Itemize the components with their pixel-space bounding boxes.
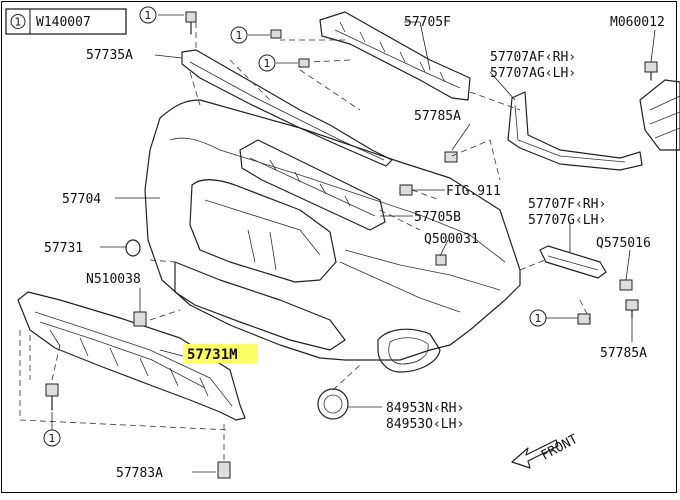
label-N510038: N510038: [86, 272, 141, 287]
label-57704: 57704: [62, 192, 101, 207]
label-Q500031: Q500031: [424, 232, 479, 247]
svg-text:1: 1: [49, 432, 56, 445]
label-FIG911: FIG.911: [446, 184, 501, 199]
grommet-84953: [317, 388, 349, 420]
bumper-cover-57704: [144, 99, 521, 373]
ref-circle-5: 1: [43, 429, 61, 447]
label-57707G: 57707G‹LH›: [528, 213, 606, 228]
assembly-lines: [19, 22, 591, 460]
side-bracket-57707F: [539, 245, 607, 279]
bolt-icon-57785A-top: [444, 151, 458, 163]
bolt-icon-57785A-bottom: [625, 299, 639, 319]
label-57735A: 57735A: [86, 48, 133, 63]
bolt-icon-M060012: [644, 61, 658, 81]
ref-circle-3: 1: [258, 54, 276, 72]
ref-circle-4: 1: [529, 309, 547, 327]
diagram-code: W140007: [36, 15, 91, 30]
clip-57731: [125, 239, 141, 257]
upper-grille-57705F: [319, 11, 471, 101]
leader-lines: [51, 14, 656, 473]
svg-text:1: 1: [145, 9, 152, 22]
header-ref-number: 1: [15, 16, 22, 29]
right-reinforcement-partial: [639, 79, 680, 151]
label-57707AG: 57707AG‹LH›: [490, 66, 576, 81]
ref-circle-1: 1: [139, 6, 157, 24]
lower-grille-57731M: [17, 291, 246, 421]
label-57707AF: 57707AF‹RH›: [490, 50, 576, 65]
label-Q575016: Q575016: [596, 236, 651, 251]
clip-N510038: [133, 311, 147, 327]
bolt-icon-57783A: [217, 461, 231, 479]
front-arrow-label: FRONT: [539, 432, 581, 464]
bolt-icon-Q575016: [619, 279, 633, 291]
svg-text:1: 1: [264, 57, 271, 70]
bolt-icon-mid1: [270, 29, 282, 39]
bolt-icon-right-clip: [577, 313, 591, 325]
label-M060012: M060012: [610, 15, 665, 30]
label-57731M: 57731M: [187, 347, 238, 363]
label-84953O: 84953O‹LH›: [386, 417, 464, 432]
bolt-icon-top: [185, 11, 197, 35]
label-57705F: 57705F: [404, 15, 451, 30]
label-57707F: 57707F‹RH›: [528, 197, 606, 212]
label-57785A-top: 57785A: [414, 109, 461, 124]
bolt-icon-left-clip: [45, 383, 59, 411]
label-84953N: 84953N‹RH›: [386, 401, 464, 416]
label-57705B: 57705B: [414, 210, 461, 225]
diagram-header: 1 W140007: [5, 8, 127, 35]
highlight-57731M: [183, 344, 257, 363]
bolt-icon-fig911: [399, 184, 413, 196]
label-57731: 57731: [44, 241, 83, 256]
label-57783A: 57783A: [116, 466, 163, 481]
front-direction-arrow: FRONT: [511, 432, 581, 469]
bolt-icon-mid2: [298, 58, 310, 68]
ref-circle-2: 1: [230, 26, 248, 44]
svg-text:1: 1: [236, 29, 243, 42]
svg-text:1: 1: [535, 312, 542, 325]
center-bracket-57705B: [239, 139, 386, 231]
label-57785A-bottom: 57785A: [600, 346, 647, 361]
side-bracket-57707AF: [507, 91, 643, 171]
bolt-icon-Q500031: [435, 254, 447, 266]
